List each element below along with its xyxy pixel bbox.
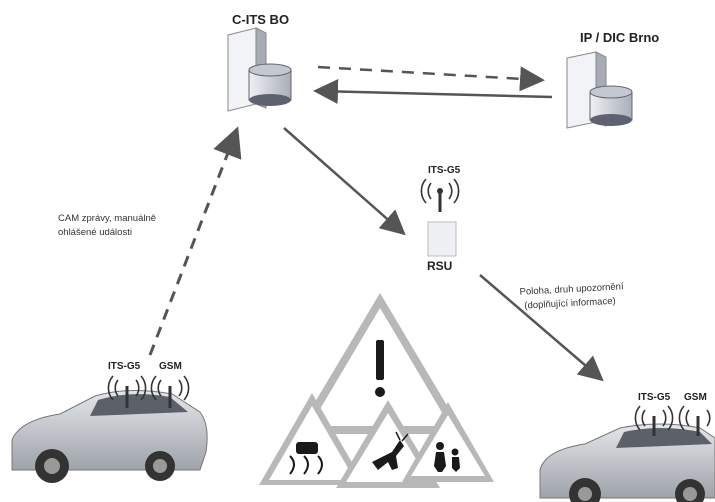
antenna-icon bbox=[678, 405, 711, 436]
arrow-rsu-to-car bbox=[479, 274, 604, 382]
note-right: Poloha, druh upozornění (doplňující info… bbox=[519, 280, 624, 313]
arrow-ip-to-bo bbox=[313, 79, 553, 105]
antenna-icon bbox=[634, 405, 674, 436]
arrow-bo-to-ip bbox=[317, 65, 545, 92]
server-icon bbox=[227, 27, 292, 112]
c-its-bo-label: C-ITS BO bbox=[232, 12, 290, 27]
ip-dic-label: IP / DIC Brno bbox=[580, 30, 660, 45]
rsu-box bbox=[427, 221, 457, 257]
car-icon bbox=[11, 389, 208, 483]
slippery-road-icon bbox=[259, 393, 365, 485]
warning-sign-icon bbox=[296, 293, 464, 434]
antenna-icon bbox=[150, 375, 190, 408]
car-right-its-label: ITS-G5 bbox=[638, 392, 671, 403]
car-right-gsm-label: GSM bbox=[684, 392, 707, 403]
note-left: CAM zprávy, manuálně ohlášené události bbox=[58, 212, 156, 240]
car-left-gsm-label: GSM bbox=[159, 361, 182, 372]
note-left-line2: ohlášené události bbox=[58, 227, 132, 238]
server-icon bbox=[566, 51, 633, 129]
rsu-label: RSU bbox=[427, 259, 453, 273]
note-left-line1: CAM zprávy, manuálně bbox=[58, 213, 157, 224]
car-left-its-label: ITS-G5 bbox=[108, 361, 141, 372]
rsu-its-label: ITS-G5 bbox=[428, 165, 461, 176]
arrow-bo-to-rsu bbox=[283, 127, 406, 236]
antenna-icon bbox=[107, 375, 147, 408]
children-crossing-icon bbox=[402, 402, 494, 482]
antenna-icon bbox=[420, 178, 460, 212]
car-icon bbox=[539, 423, 715, 502]
arrow-car-to-bo bbox=[148, 126, 242, 356]
